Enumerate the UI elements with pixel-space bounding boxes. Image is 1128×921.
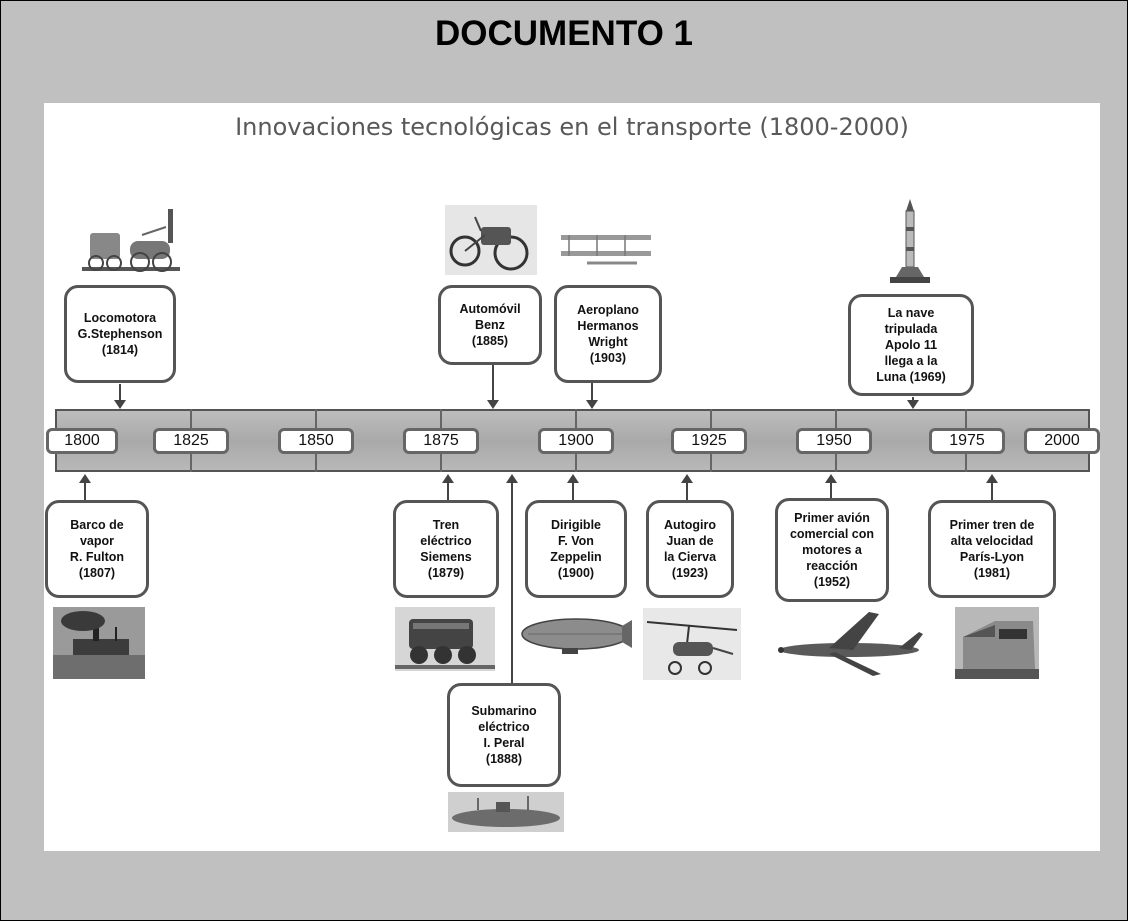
event-box: Automóvil Benz (1885) bbox=[438, 285, 542, 365]
year-label: 1875 bbox=[403, 428, 479, 454]
car-image bbox=[445, 205, 537, 275]
event-box: Dirigible F. Von Zeppelin (1900) bbox=[525, 500, 627, 598]
event-box: Primer avión comercial con motores a rea… bbox=[775, 498, 889, 602]
electric-train-image bbox=[395, 607, 495, 671]
connector-line bbox=[591, 383, 593, 404]
event-box: Autogiro Juan de la Cierva (1923) bbox=[646, 500, 734, 598]
arrow-up-icon bbox=[567, 474, 579, 483]
connector-line bbox=[119, 384, 121, 404]
connector-line bbox=[511, 482, 513, 684]
event-box: Barco de vapor R. Fulton (1807) bbox=[45, 500, 149, 598]
airplane-image bbox=[561, 235, 651, 265]
submarine-image bbox=[448, 792, 564, 832]
arrow-down-icon bbox=[487, 400, 499, 409]
connector-line bbox=[686, 482, 688, 501]
connector-line bbox=[830, 482, 832, 499]
year-label: 1950 bbox=[796, 428, 872, 454]
arrow-up-icon bbox=[506, 474, 518, 483]
steamboat-image bbox=[53, 607, 145, 679]
arrow-down-icon bbox=[586, 400, 598, 409]
connector-line bbox=[492, 363, 494, 404]
slide-title: Innovaciones tecnológicas en el transpor… bbox=[235, 113, 909, 141]
zeppelin-image bbox=[521, 618, 632, 654]
event-box: Primer tren de alta velocidad París-Lyon… bbox=[928, 500, 1056, 598]
arrow-up-icon bbox=[442, 474, 454, 483]
year-label: 1825 bbox=[153, 428, 229, 454]
rocket-image bbox=[890, 199, 930, 283]
locomotive-image bbox=[82, 209, 180, 272]
arrow-down-icon bbox=[907, 400, 919, 409]
year-label: 1975 bbox=[929, 428, 1005, 454]
arrow-up-icon bbox=[986, 474, 998, 483]
arrow-up-icon bbox=[825, 474, 837, 483]
event-box: Submarino eléctrico I. Peral (1888) bbox=[447, 683, 561, 787]
year-label: 1900 bbox=[538, 428, 614, 454]
document-title: DOCUMENTO 1 bbox=[435, 14, 693, 53]
event-box: Aeroplano Hermanos Wright (1903) bbox=[554, 285, 662, 383]
connector-line bbox=[572, 482, 574, 501]
arrow-up-icon bbox=[681, 474, 693, 483]
year-label: 1800 bbox=[46, 428, 118, 454]
connector-line bbox=[991, 482, 993, 501]
connector-line bbox=[447, 482, 449, 501]
event-box: La nave tripulada Apolo 11 llega a la Lu… bbox=[848, 294, 974, 396]
year-label: 2000 bbox=[1024, 428, 1100, 454]
arrow-up-icon bbox=[79, 474, 91, 483]
event-box: Tren eléctrico Siemens (1879) bbox=[393, 500, 499, 598]
autogyro-image bbox=[643, 608, 741, 680]
year-label: 1850 bbox=[278, 428, 354, 454]
jet-image bbox=[778, 612, 923, 676]
high-speed-train-image bbox=[955, 607, 1039, 679]
connector-line bbox=[84, 482, 86, 501]
year-label: 1925 bbox=[671, 428, 747, 454]
arrow-down-icon bbox=[114, 400, 126, 409]
event-box: Locomotora G.Stephenson (1814) bbox=[64, 285, 176, 383]
